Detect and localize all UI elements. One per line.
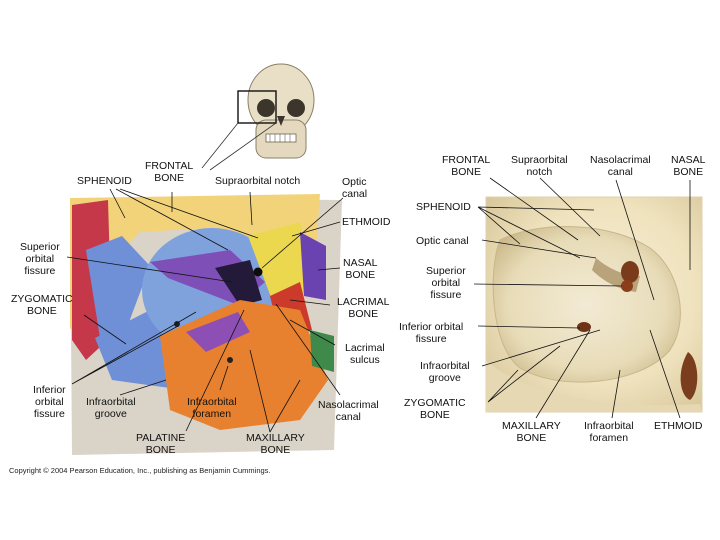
label-zygomatic-bone-right: ZYGOMATIC BONE: [404, 397, 466, 421]
label-zygomatic-bone-left: ZYGOMATIC BONE: [11, 293, 73, 317]
skull-thumbnail: [201, 63, 315, 171]
label-superior-orbital-fissure-right: Superior orbital fissure: [426, 265, 466, 301]
label-frontal-bone-right: FRONTAL BONE: [442, 154, 491, 178]
label-optic-canal-left: Optic canal: [342, 176, 368, 200]
left-orbit-illustration: [70, 194, 342, 455]
label-lacrimal-sulcus-left: Lacrimal sulcus: [345, 342, 385, 366]
label-nasal-bone-right: NASAL BONE: [671, 154, 706, 178]
label-inferior-orbital-fissure-right: Inferior orbital fissure: [399, 321, 464, 345]
label-palatine-bone-left: PALATINE BONE: [136, 432, 186, 456]
label-sphenoid-right: SPHENOID: [416, 201, 471, 213]
label-inferior-orbital-fissure-left: Inferior orbital fissure: [33, 384, 66, 420]
label-sphenoid-left: SPHENOID: [77, 175, 132, 187]
right-orbit-photo: [485, 196, 703, 413]
label-lacrimal-bone-left: LACRIMAL BONE: [337, 296, 390, 320]
label-infraorbital-groove-right: Infraorbital groove: [420, 360, 470, 384]
label-superior-orbital-fissure-left: Superior orbital fissure: [20, 241, 60, 277]
label-ethmoid-right: ETHMOID: [654, 420, 703, 432]
label-nasal-bone-left: NASAL BONE: [343, 257, 378, 281]
left-leader-lines: [66, 188, 344, 433]
label-optic-canal-right: Optic canal: [416, 235, 469, 247]
copyright-notice: Copyright © 2004 Pearson Education, Inc.…: [9, 466, 271, 475]
label-nasolacrimal-canal-left: Nasolacrimal canal: [318, 399, 379, 423]
right-leader-lines: [473, 177, 691, 419]
label-frontal-bone-left: FRONTAL BONE: [145, 160, 194, 184]
label-maxillary-bone-right: MAXILLARY BONE: [502, 420, 561, 444]
label-infraorbital-groove-left: Infraorbital groove: [86, 396, 136, 420]
label-supraorbital-notch-right: Supraorbital notch: [511, 154, 568, 178]
label-maxillary-bone-left: MAXILLARY BONE: [246, 432, 305, 456]
label-infraorbital-foramen-left: Infraorbital foramen: [187, 396, 237, 420]
label-infraorbital-foramen-right: Infraorbital foramen: [584, 420, 634, 444]
label-supraorbital-notch-left: Supraorbital notch: [215, 175, 301, 187]
label-nasolacrimal-canal-right: Nasolacrimal canal: [590, 154, 651, 178]
label-ethmoid-left: ETHMOID: [342, 216, 391, 228]
